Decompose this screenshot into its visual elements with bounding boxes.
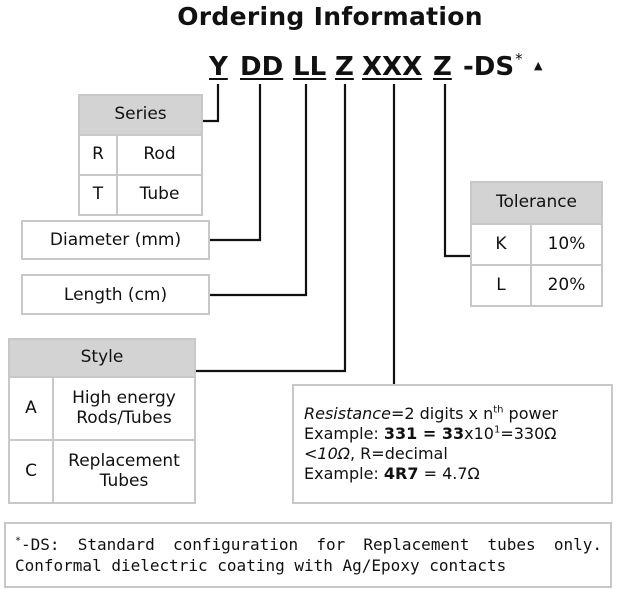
code-resistance: XXX xyxy=(362,52,423,82)
table-row: R Rod xyxy=(78,134,203,176)
style-table: Style A High energy Rods/Tubes C Replace… xyxy=(8,338,196,504)
style-code: C xyxy=(8,439,54,504)
code-length: LL xyxy=(293,52,327,82)
connector-diameter xyxy=(210,84,262,242)
connector-series xyxy=(203,84,220,123)
footnote-text: -DS: Standard configuration for Replacem… xyxy=(15,535,602,575)
code-suffix-text: -DS xyxy=(463,52,515,82)
tolerance-table: Tolerance K 10% L 20% xyxy=(470,181,603,307)
tolerance-code: L xyxy=(470,264,532,307)
table-row: A High energy Rods/Tubes xyxy=(8,376,196,441)
footnote-box: *-DS: Standard configuration for Replace… xyxy=(4,522,612,588)
tolerance-header: Tolerance xyxy=(470,181,603,225)
code-style: Z xyxy=(335,52,354,82)
resistance-box: Resistance=2 digits x nth power Example:… xyxy=(292,384,613,504)
series-header: Series xyxy=(78,94,203,136)
tolerance-value: 10% xyxy=(530,223,603,266)
style-label: Replacement Tubes xyxy=(52,439,196,504)
resistance-decimal-line: <10Ω, R=decimal xyxy=(304,444,448,463)
length-box: Length (cm) xyxy=(21,274,210,315)
code-suffix-asterisk: * xyxy=(515,50,523,68)
series-label: Tube xyxy=(116,174,203,216)
code-suffix: -DS* xyxy=(463,50,523,82)
table-row: C Replacement Tubes xyxy=(8,439,196,504)
table-row: L 20% xyxy=(470,264,603,307)
tolerance-value: 20% xyxy=(530,264,603,307)
code-diameter: DD xyxy=(240,52,284,82)
series-code: T xyxy=(78,174,118,216)
connector-style xyxy=(196,84,347,373)
tolerance-code: K xyxy=(470,223,532,266)
series-label: Rod xyxy=(116,134,203,176)
resistance-example-line: Example: 331 = 33x101=330Ω xyxy=(304,424,557,443)
resistance-line: Resistance=2 digits x nth power xyxy=(304,404,559,423)
connector-length xyxy=(210,84,308,297)
footnote-asterisk: * xyxy=(15,535,22,547)
connector-tolerance xyxy=(443,84,470,258)
style-header: Style xyxy=(8,338,196,378)
table-row: T Tube xyxy=(78,174,203,216)
triangle-icon: ▲ xyxy=(534,59,543,72)
code-tolerance: Z xyxy=(433,52,452,82)
diameter-box: Diameter (mm) xyxy=(21,220,210,260)
page-title: Ordering Information xyxy=(177,2,483,31)
style-label: High energy Rods/Tubes xyxy=(52,376,196,441)
series-table: Series R Rod T Tube xyxy=(78,94,203,216)
code-series: Y xyxy=(209,52,228,82)
resistance-decimal-example-line: Example: 4R7 = 4.7Ω xyxy=(304,464,480,483)
series-code: R xyxy=(78,134,118,176)
style-code: A xyxy=(8,376,54,441)
table-row: K 10% xyxy=(470,223,603,266)
